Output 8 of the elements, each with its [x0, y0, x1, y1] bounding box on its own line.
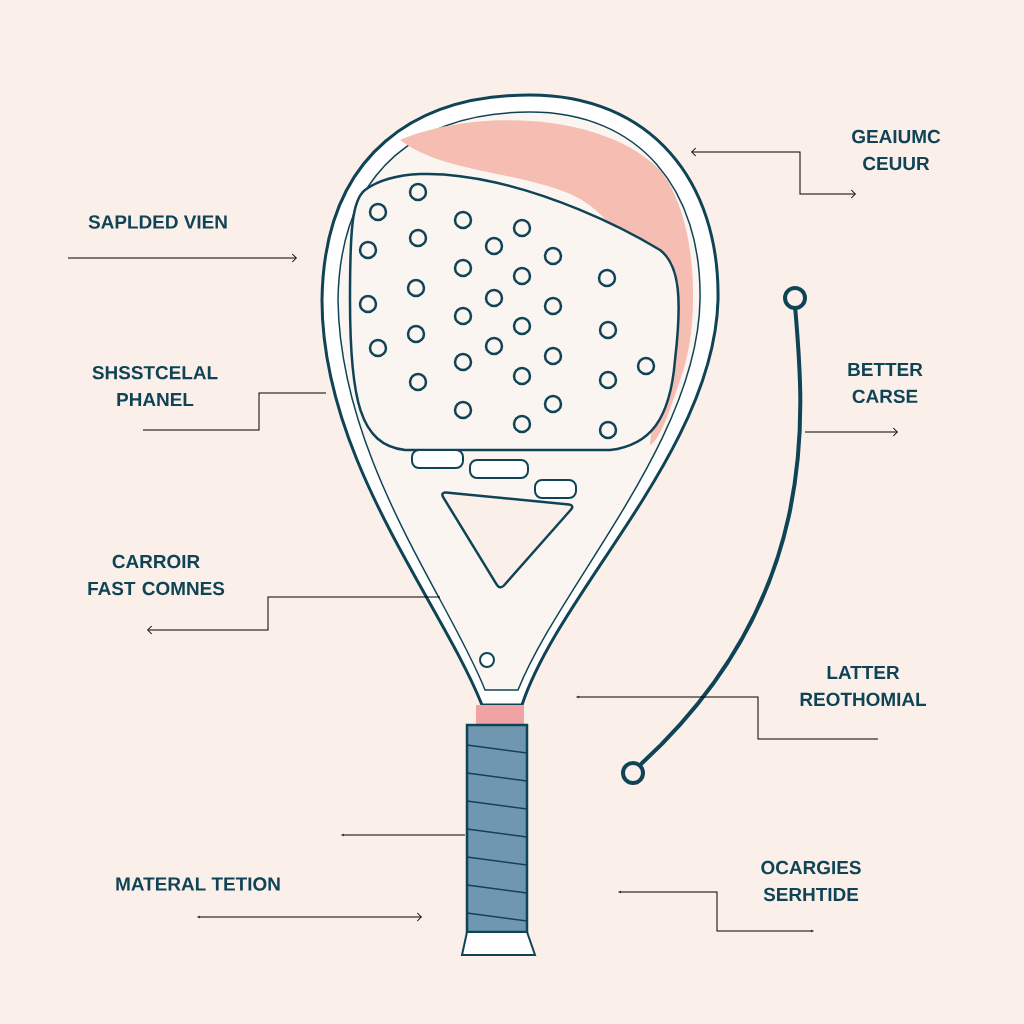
label-text: OCARGIES SERHTIDE — [761, 860, 861, 902]
label-text: SHSSTCELAL PHANEL — [92, 365, 218, 407]
label-text: LATTER REOTHOMIAL — [800, 665, 927, 707]
label-text: GEAIUMC CEUUR — [852, 129, 941, 171]
label-text: SAPLDED VIEN — [88, 215, 227, 229]
label-text: BETTER CARSE — [848, 362, 923, 404]
label-text: MATERAL TETION — [116, 877, 280, 891]
label-text: CARROIR FAST COMNES — [88, 554, 225, 596]
